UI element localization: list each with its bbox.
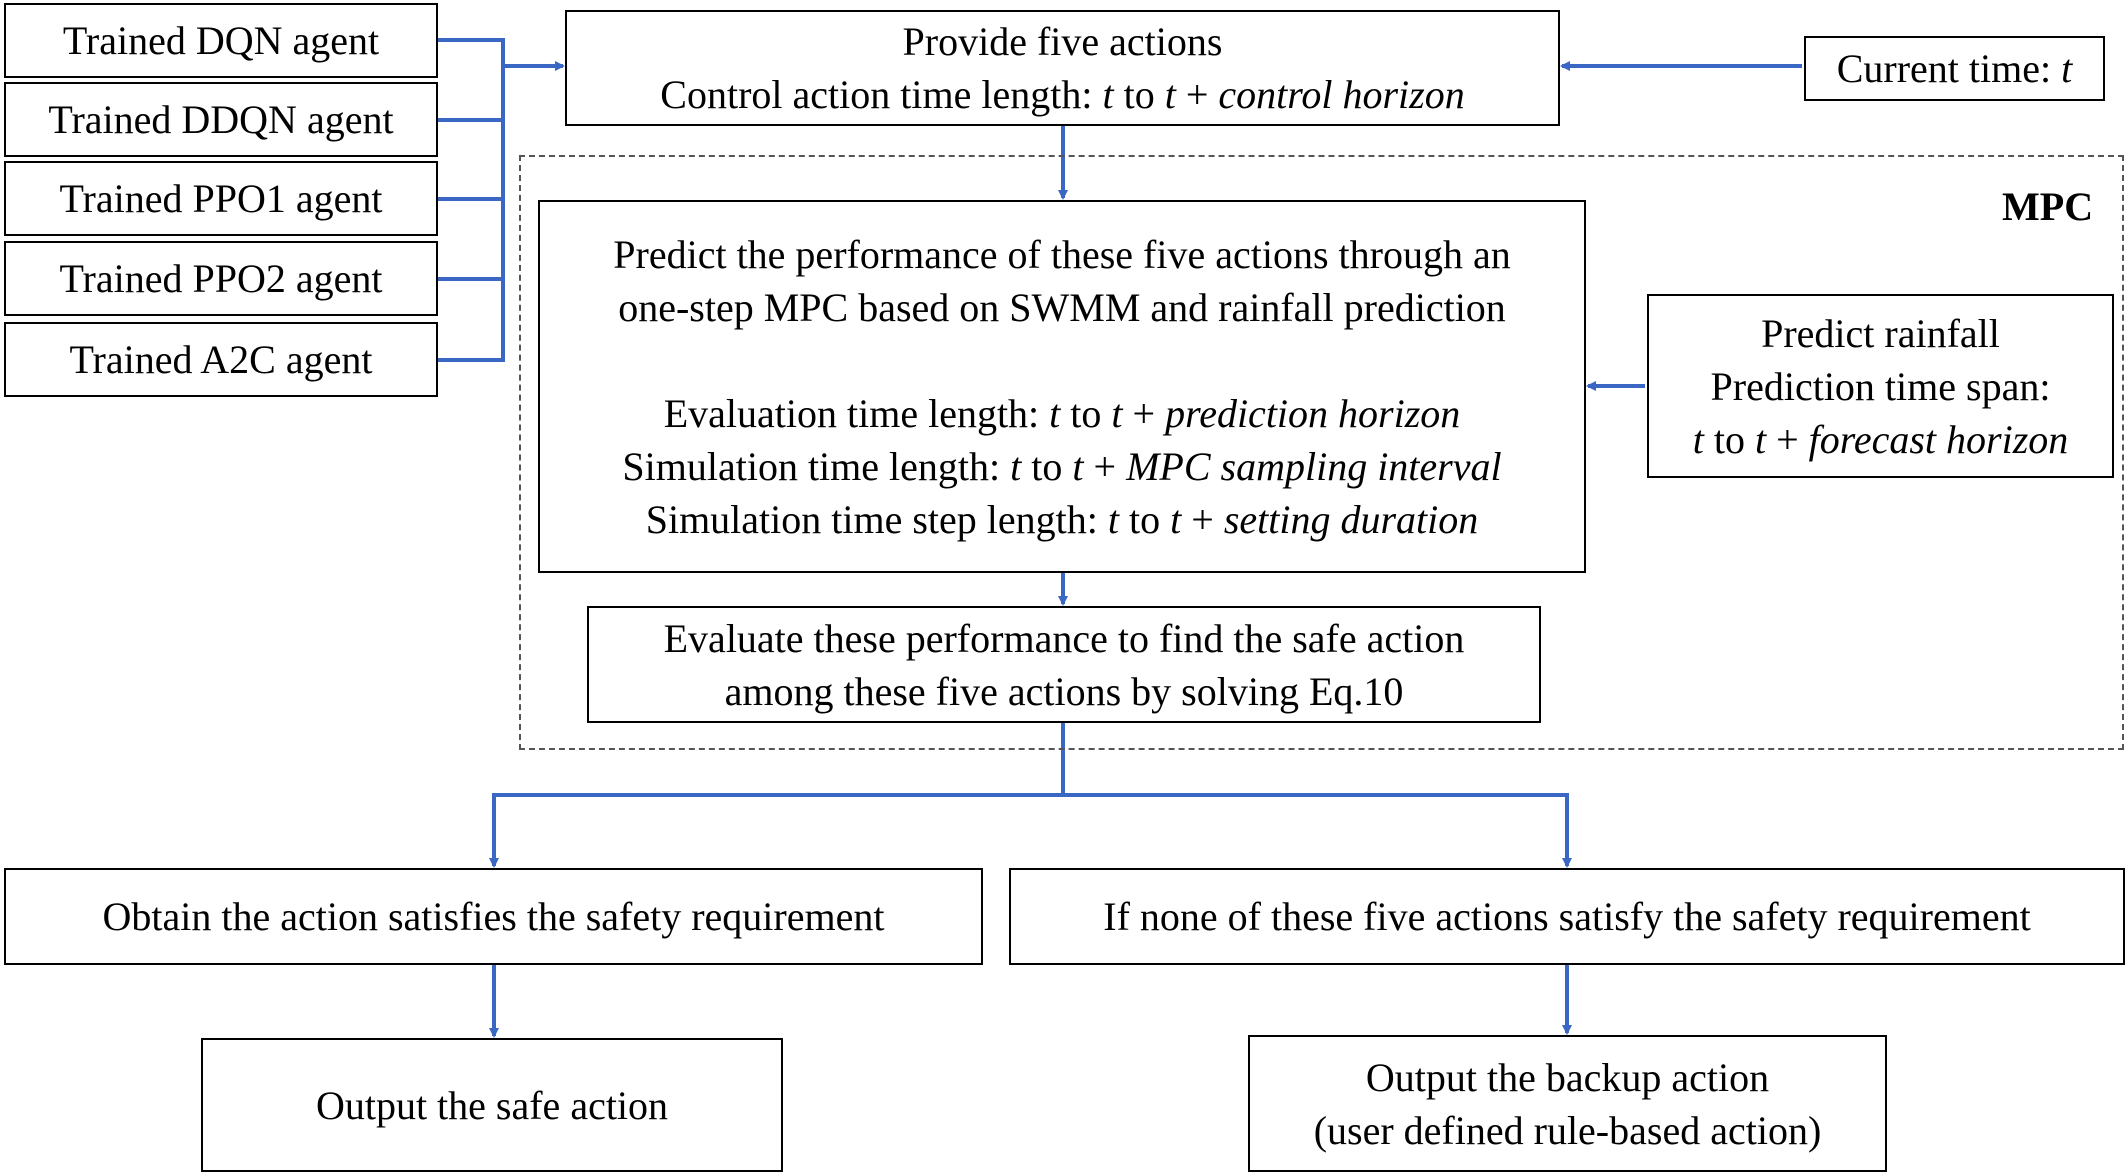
agent-label: Trained DQN agent — [62, 18, 380, 63]
rainfall-line-1: Predict rainfall — [1761, 310, 2000, 356]
rainfall-line-3: t to t + forecast horizon — [1692, 416, 2069, 462]
backup-line-2: (user defined rule-based action) — [1313, 1107, 1822, 1153]
simulation-time-line: Simulation time length: t to t + MPC sam… — [622, 443, 1502, 489]
provide-actions-box: Provide five actions Control action time… — [565, 10, 1560, 126]
agent-box-ppo1: Trained PPO1 agent — [4, 161, 438, 236]
evaluate-box: Evaluate these performance to find the s… — [587, 606, 1541, 723]
none-satisfy-label: If none of these five actions satisfy th… — [1103, 894, 2031, 939]
agent-label: Trained PPO2 agent — [59, 256, 383, 301]
predict-performance-box: Predict the performance of these five ac… — [538, 200, 1586, 573]
mpc-frame — [519, 155, 2124, 750]
satisfies-box: Obtain the action satisfies the safety r… — [4, 868, 983, 965]
agent-box-ppo2: Trained PPO2 agent — [4, 241, 438, 316]
output-backup-box: Output the backup action (user defined r… — [1248, 1035, 1887, 1172]
output-safe-label: Output the safe action — [315, 1082, 669, 1128]
agent-label: Trained A2C agent — [69, 337, 373, 382]
mpc-label: MPC — [2002, 184, 2094, 229]
rainfall-line-2: Prediction time span: — [1710, 363, 2051, 409]
agent-label: Trained PPO1 agent — [59, 176, 383, 221]
none-satisfy-box: If none of these five actions satisfy th… — [1009, 868, 2125, 965]
agent-box-ddqn: Trained DDQN agent — [4, 82, 438, 157]
backup-line-1: Output the backup action — [1365, 1054, 1770, 1100]
current-time-label: Current time: t — [1836, 46, 2073, 91]
current-time-box: Current time: t — [1804, 36, 2105, 101]
output-safe-box: Output the safe action — [201, 1038, 783, 1172]
provide-line-1: Provide five actions — [902, 19, 1223, 64]
simulation-step-line: Simulation time step length: t to t + se… — [645, 496, 1479, 542]
predict-line-2: one-step MPC based on SWMM and rainfall … — [618, 284, 1506, 330]
evaluation-time-line: Evaluation time length: t to t + predict… — [663, 390, 1461, 436]
predict-rainfall-box: Predict rainfall Prediction time span: t… — [1647, 294, 2114, 478]
satisfies-label: Obtain the action satisfies the safety r… — [102, 894, 885, 939]
evaluate-line-2: among these five actions by solving Eq.1… — [724, 668, 1404, 714]
agent-label: Trained DDQN agent — [48, 97, 394, 142]
agent-box-dqn: Trained DQN agent — [4, 3, 438, 78]
provide-line-2: Control action time length: t to t + con… — [660, 72, 1465, 117]
evaluate-line-1: Evaluate these performance to find the s… — [663, 615, 1465, 661]
agent-box-a2c: Trained A2C agent — [4, 322, 438, 397]
predict-line-1: Predict the performance of these five ac… — [613, 231, 1511, 277]
